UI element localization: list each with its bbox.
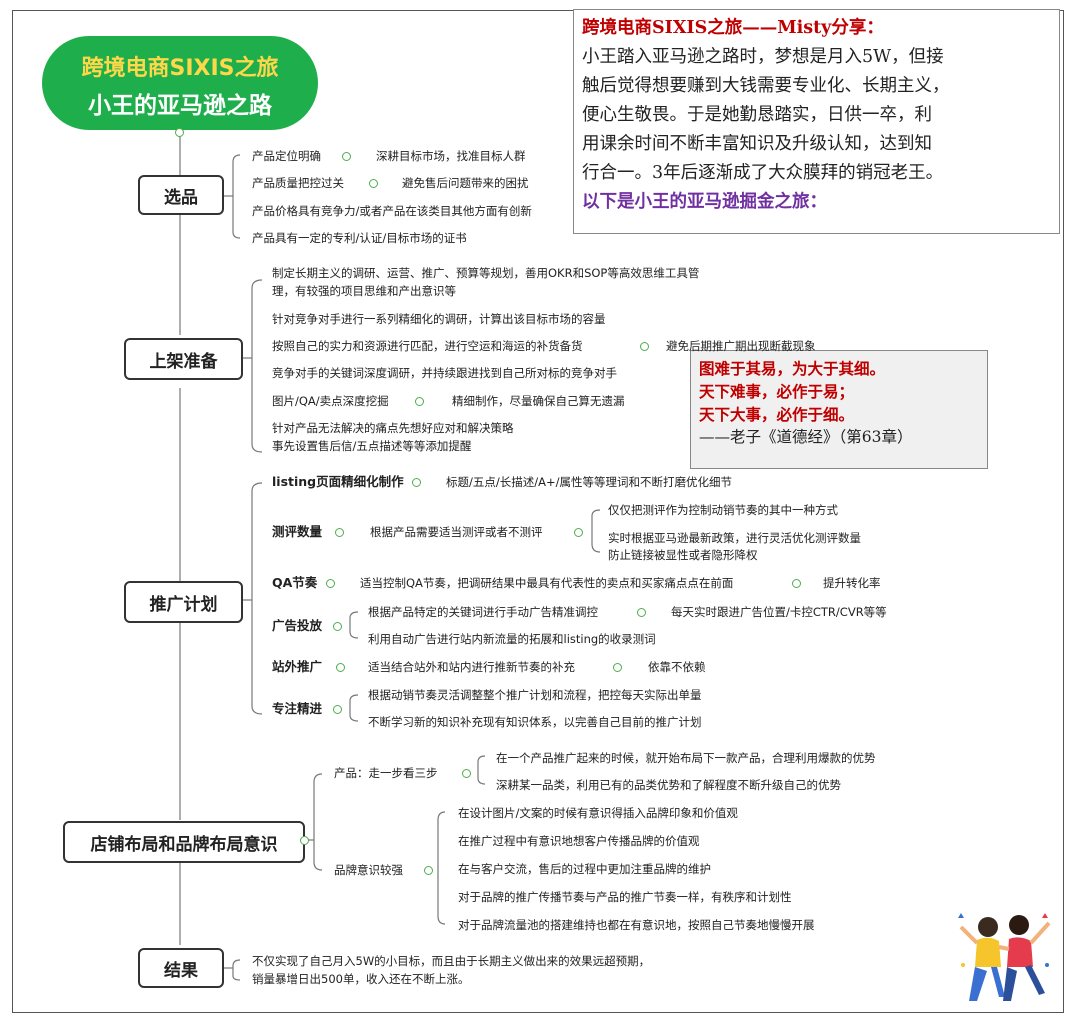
connector-dot	[415, 397, 424, 406]
branch-text: 根据产品需要适当测评或者不测评	[370, 525, 543, 539]
branch-text: 在一个产品推广起来的时候，就开始布局下一款产品，合理利用爆款的优势	[496, 751, 876, 765]
connector-dot	[300, 836, 309, 845]
sub-node-reviews: 测评数量	[272, 524, 323, 539]
branch-text: 标题/五点/长描述/A+/属性等等理词和不断打磨优化细节	[446, 475, 732, 489]
branch-text: 理，有较强的项目思维和产出意识等	[272, 284, 456, 298]
connector-dot	[335, 528, 344, 537]
branch-text: 针对竞争对手进行一系列精细化的调研，计算出该目标市场的容量	[272, 312, 606, 326]
branch-text: 销量暴增日出500单，收入还在不断上涨。	[252, 972, 470, 986]
connector-dot	[342, 152, 351, 161]
branch-text: 实时根据亚马逊最新政策，进行灵活优化测评数量	[608, 531, 861, 545]
branch-text: 竞争对手的关键词深度调研，并持续跟进找到自己所对标的竞争对手	[272, 366, 617, 380]
intro-title: 跨境电商SIXIS之旅——Misty分享：	[582, 18, 884, 38]
branch-text: 防止链接被显性或者隐形降权	[608, 548, 758, 562]
branch-text: 在设计图片/文案的时候有意识得插入品牌印象和价值观	[458, 806, 738, 820]
connector-dot	[637, 608, 646, 617]
section-node-result: 结果	[138, 948, 224, 988]
branch-text: 不仅实现了自己月入5W的小目标，而且由于长期主义做出来的效果远超预期，	[252, 954, 651, 968]
connector-dot	[412, 478, 421, 487]
connector-dot	[326, 579, 335, 588]
branch-text: 按照自己的实力和资源进行匹配，进行空运和海运的补货备货	[272, 339, 583, 353]
branch-text: 产品质量把控过关	[252, 176, 344, 190]
section-node-promotion-plan: 推广计划	[124, 581, 243, 623]
intro-line: 触后觉得想要赚到大钱需要专业化、长期主义，	[582, 76, 950, 96]
connector-dot	[333, 622, 342, 631]
section-node-store-brand: 店铺布局和品牌布局意识	[63, 821, 305, 863]
connector-dot	[424, 866, 433, 875]
branch-text: 事先设置售后信/五点描述等等添加提醒	[272, 439, 472, 453]
intro-line: 用课余时间不断丰富知识及升级认知，达到知	[582, 134, 932, 154]
branch-text: 针对产品无法解决的痛点先想好应对和解决策略	[272, 421, 514, 435]
root-subtitle: 小王的亚马逊之路	[88, 93, 272, 119]
branch-text: 对于品牌的推广传播节奏与产品的推广节奏一样，有秩序和计划性	[458, 890, 792, 904]
laozi-attribution: ——老子《道德经》（第63章）	[699, 428, 913, 446]
laozi-line: 图难于其易，为大于其细。	[699, 359, 886, 378]
branch-text: 深耕目标市场，找准目标人群	[376, 149, 526, 163]
connector-dot	[574, 528, 583, 537]
sub-node-offsite: 站外推广	[272, 659, 323, 674]
branch-text: 提升转化率	[823, 576, 881, 590]
laozi-quote-box: 图难于其易，为大于其细。 天下难事，必作于易； 天下大事，必作于细。 ——老子《…	[690, 350, 988, 469]
laozi-line: 天下难事，必作于易；	[699, 382, 855, 401]
intro-quote-box: 跨境电商SIXIS之旅——Misty分享： 小王踏入亚马逊之路时，梦想是月入5W…	[573, 9, 1060, 234]
sub-node-focus: 专注精进	[272, 701, 323, 716]
branch-text: 在与客户交流，售后的过程中更加注重品牌的维护	[458, 862, 711, 876]
root-title: 跨境电商SIXIS之旅	[81, 56, 279, 81]
branch-text: 制定长期主义的调研、运营、推广、预算等规划，善用OKR和SOP等高效思维工具管	[272, 266, 700, 280]
branch-text: 产品价格具有竞争力/或者产品在该类目其他方面有创新	[252, 204, 532, 218]
branch-text: 依靠不依赖	[648, 660, 706, 674]
branch-text: 对于品牌流量池的搭建维持也都在有意识地，按照自己节奏地慢慢开展	[458, 918, 815, 932]
section-node-product-selection: 选品	[138, 175, 224, 215]
branch-text: 适当结合站外和站内进行推新节奏的补充	[368, 660, 575, 674]
connector-dot	[462, 769, 471, 778]
branch-text: 不断学习新的知识补充现有知识体系，以完善自己目前的推广计划	[368, 715, 702, 729]
connector-dot	[613, 663, 622, 672]
branch-text: 品牌意识较强	[334, 863, 403, 877]
branch-text: 仅仅把测评作为控制动销节奏的其中一种方式	[608, 503, 838, 517]
page-frame	[12, 10, 1064, 1013]
connector-dot	[175, 128, 184, 137]
sub-node-listing: listing页面精细化制作	[272, 474, 404, 489]
branch-text: 避免售后问题带来的困扰	[402, 176, 529, 190]
intro-line: 小王踏入亚马逊之路时，梦想是月入5W，但接	[582, 47, 944, 67]
connector-dot	[792, 579, 801, 588]
branch-text: 产品定位明确	[252, 149, 321, 163]
intro-line: 便心生敬畏。于是她勤恳踏实，日供一卒，利	[582, 105, 932, 125]
branch-text: 精细制作，尽量确保自己算无遗漏	[452, 394, 625, 408]
dancing-couple-icon	[958, 913, 1051, 1001]
section-node-listing-prep: 上架准备	[124, 338, 243, 380]
branch-text: 图片/QA/卖点深度挖掘	[272, 394, 389, 408]
connector-dot	[640, 342, 649, 351]
branch-text: 根据产品特定的关键词进行手动广告精准调控	[368, 605, 598, 619]
intro-line: 行合一。3年后逐渐成了大众膜拜的销冠老王。	[582, 163, 944, 183]
laozi-line: 天下大事，必作于细。	[699, 405, 855, 424]
intro-last-line: 以下是小王的亚马逊掘金之旅：	[582, 192, 827, 212]
connector-dot	[369, 179, 378, 188]
branch-text: 产品具有一定的专利/认证/目标市场的证书	[252, 231, 467, 245]
branch-text: 避免后期推广期出现断截现象	[666, 339, 816, 353]
branch-text: 产品：走一步看三步	[334, 766, 438, 780]
sub-node-ads: 广告投放	[272, 618, 323, 633]
connector-dot	[336, 663, 345, 672]
connector-dot	[333, 705, 342, 714]
branch-text: 利用自动广告进行站内新流量的拓展和listing的收录测词	[368, 632, 656, 646]
branch-text: 每天实时跟进广告位置/卡控CTR/CVR等等	[671, 605, 887, 619]
branch-text: 深耕某一品类，利用已有的品类优势和了解程度不断升级自己的优势	[496, 778, 841, 792]
sub-node-qa: QA节奏	[272, 575, 318, 590]
root-node: 跨境电商SIXIS之旅 小王的亚马逊之路	[42, 36, 318, 130]
branch-text: 根据动销节奏灵活调整整个推广计划和流程，把控每天实际出单量	[368, 688, 702, 702]
branch-text: 在推广过程中有意识地想客户传播品牌的价值观	[458, 834, 700, 848]
branch-text: 适当控制QA节奏，把调研结果中最具有代表性的卖点和买家痛点点在前面	[360, 576, 734, 590]
